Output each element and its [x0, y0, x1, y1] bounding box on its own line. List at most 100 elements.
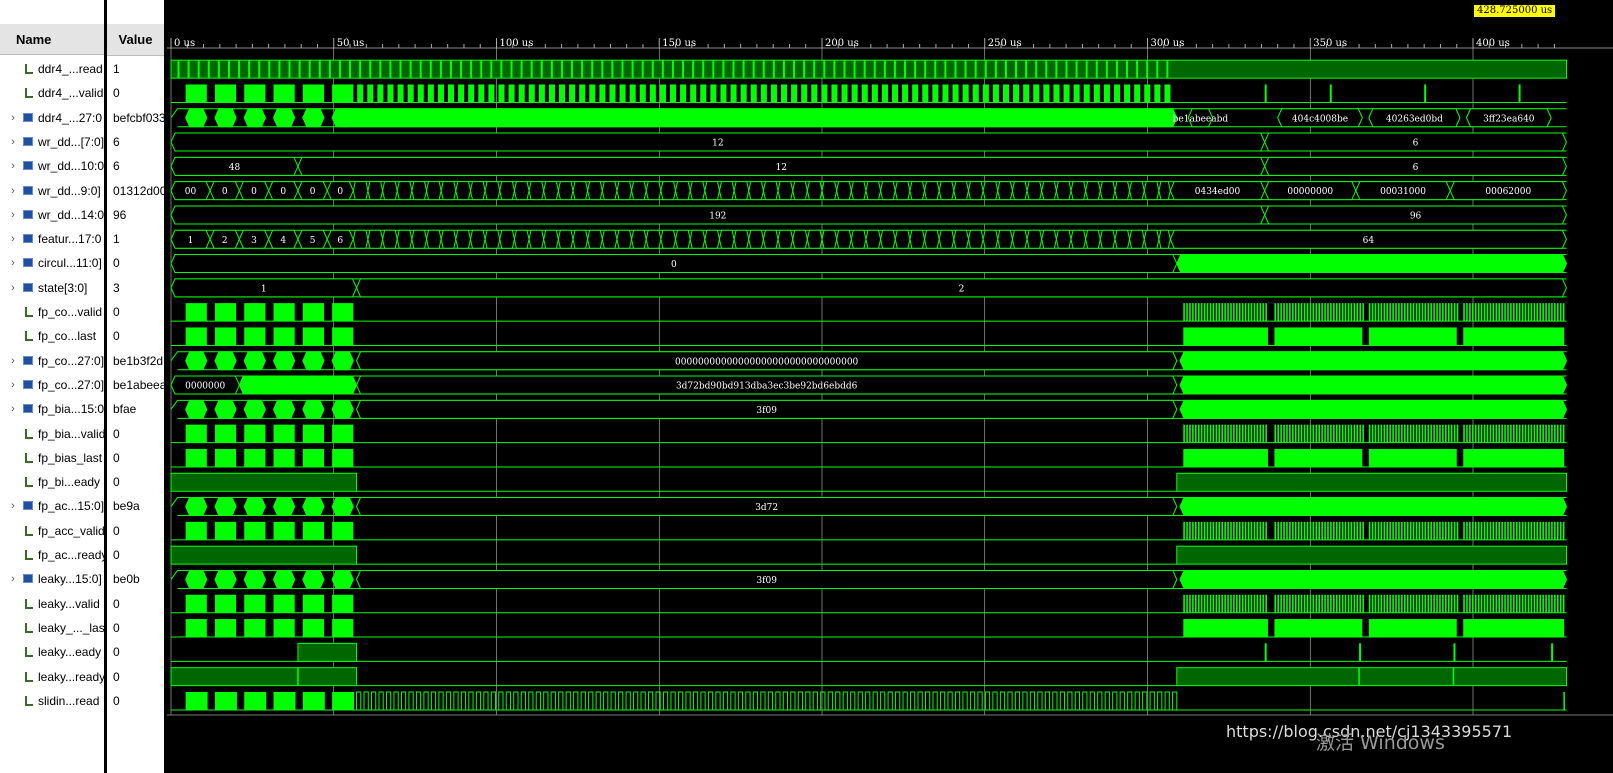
signal-value-row[interactable]: be1b3f2d — [107, 349, 164, 373]
signal-value-row[interactable]: be1abeea — [107, 373, 164, 397]
signal-row[interactable]: leaky...valid — [0, 592, 104, 616]
signal-row[interactable]: ›wr_dd...9:0] — [0, 179, 104, 203]
expand-chevron-icon[interactable]: › — [11, 500, 15, 513]
bit-high-pulse — [1338, 521, 1341, 540]
expand-chevron-icon[interactable]: › — [11, 135, 15, 148]
signal-row[interactable]: ›fp_co...27:0] — [0, 373, 104, 397]
signal-row[interactable]: ›ddr4_...27:0 — [0, 106, 104, 130]
bit-edge — [964, 60, 967, 79]
signal-value-row[interactable]: befcbf033 — [107, 106, 164, 130]
signal-value-row[interactable]: 01312d00 — [107, 179, 164, 203]
signal-value-row[interactable]: 96 — [107, 203, 164, 227]
bit-high-pulse — [1309, 424, 1312, 443]
bit-high-pulse — [984, 691, 991, 710]
signal-value-row[interactable]: 6 — [107, 154, 164, 178]
signal-value-row[interactable]: be9a — [107, 494, 164, 518]
signal-value-row[interactable]: 0 — [107, 665, 164, 689]
name-column-header[interactable]: Name — [0, 24, 104, 55]
signal-row[interactable]: ddr4_...valid — [0, 81, 104, 105]
expand-chevron-icon[interactable]: › — [11, 160, 15, 173]
signal-row[interactable]: ›fp_co...27:0] — [0, 349, 104, 373]
signal-value-row[interactable]: 0 — [107, 592, 164, 616]
expand-chevron-icon[interactable]: › — [11, 281, 15, 294]
signal-row[interactable]: ›wr_dd...14:0 — [0, 203, 104, 227]
signal-row[interactable]: ›state[3:0] — [0, 276, 104, 300]
signal-row[interactable]: ›fp_ac...15:0] — [0, 494, 104, 518]
signal-row[interactable]: fp_bi...eady — [0, 470, 104, 494]
signal-value-row[interactable]: 0 — [107, 689, 164, 713]
column-divider[interactable] — [104, 0, 107, 773]
signal-row[interactable]: fp_bias_last — [0, 446, 104, 470]
signal-row[interactable]: ›wr_dd...[7:0] — [0, 130, 104, 154]
signal-row[interactable]: fp_bia...valid — [0, 422, 104, 446]
column-divider[interactable] — [164, 0, 167, 773]
signal-value-row[interactable]: 0 — [107, 81, 164, 105]
expand-chevron-icon[interactable]: › — [11, 573, 15, 586]
expand-chevron-icon[interactable]: › — [11, 111, 15, 124]
signal-value-row[interactable]: 1 — [107, 57, 164, 81]
signal-row[interactable]: slidin...read — [0, 689, 104, 713]
signal-row[interactable]: ›circul...11:0] — [0, 251, 104, 275]
signal-row[interactable]: leaky...ready — [0, 665, 104, 689]
signal-value-row[interactable]: 1 — [107, 227, 164, 251]
bit-high-pulse — [1233, 303, 1235, 322]
bit-high-pulse — [1297, 594, 1300, 613]
bit-high-pulse — [273, 84, 295, 103]
signal-value-row[interactable]: 0 — [107, 519, 164, 543]
signal-row[interactable]: fp_co...last — [0, 324, 104, 348]
bit-high-pulse — [1474, 424, 1477, 443]
expand-chevron-icon[interactable]: › — [11, 403, 15, 416]
expand-chevron-icon[interactable]: › — [11, 378, 15, 391]
bus-transition — [1070, 181, 1087, 201]
signal-row[interactable]: fp_co...valid — [0, 300, 104, 324]
expand-chevron-icon[interactable]: › — [11, 184, 15, 197]
signal-value-row[interactable]: 0 — [107, 324, 164, 348]
bus-transition — [777, 181, 794, 201]
bus-transition — [396, 229, 413, 249]
bit-high-pulse — [1037, 691, 1043, 710]
signal-value-row[interactable]: 0 — [107, 470, 164, 494]
bit-edge — [843, 60, 846, 79]
signal-row[interactable]: fp_acc_valid — [0, 519, 104, 543]
signal-row[interactable]: ›featur...17:0 — [0, 227, 104, 251]
signal-value-row[interactable]: 6 — [107, 130, 164, 154]
expand-chevron-icon[interactable]: › — [11, 257, 15, 270]
bit-edge — [813, 60, 816, 79]
signal-row[interactable]: fp_ac...ready — [0, 543, 104, 567]
signal-value-row[interactable]: bfae — [107, 397, 164, 421]
signal-value-row[interactable]: be0b — [107, 567, 164, 591]
bit-high-pulse — [1200, 424, 1203, 443]
bit-high-pulse — [740, 84, 747, 103]
bit-high-pulse — [1341, 303, 1344, 322]
signal-value-row[interactable]: 0 — [107, 640, 164, 664]
signal-row[interactable]: ›fp_bia...15:0 — [0, 397, 104, 421]
bit-high-pulse — [1489, 594, 1492, 613]
bit-high-pulse — [1344, 521, 1347, 540]
signal-value-row[interactable]: 0 — [107, 422, 164, 446]
signal-row[interactable]: ddr4_...read — [0, 57, 104, 81]
signal-value-row[interactable]: 0 — [107, 616, 164, 640]
bit-high-pulse — [214, 448, 237, 467]
cursor-time-marker[interactable]: 428.725000 us — [1474, 5, 1556, 17]
signal-value-row[interactable]: 0 — [107, 543, 164, 567]
signal-name: fp_co...last — [38, 329, 97, 344]
bit-high-pulse — [528, 691, 534, 710]
expand-chevron-icon[interactable]: › — [11, 233, 15, 246]
signal-value-row[interactable]: 3 — [107, 276, 164, 300]
signal-row[interactable]: ›leaky...15:0] — [0, 567, 104, 591]
value-column-header[interactable]: Value — [107, 24, 164, 56]
signal-row[interactable]: ›wr_dd...10:0 — [0, 154, 104, 178]
signal-row[interactable]: leaky...eady — [0, 640, 104, 664]
signal-value-row[interactable]: 0 — [107, 251, 164, 275]
bit-high-pulse — [821, 84, 828, 103]
bus-transition — [528, 181, 545, 201]
signal-value-row[interactable]: 0 — [107, 446, 164, 470]
bit-high-pulse — [1256, 424, 1259, 443]
signal-value-row[interactable]: 0 — [107, 300, 164, 324]
expand-chevron-icon[interactable]: › — [11, 208, 15, 221]
signal-row[interactable]: leaky_..._last — [0, 616, 104, 640]
expand-chevron-icon[interactable]: › — [11, 354, 15, 367]
bit-high-pulse — [1195, 521, 1197, 540]
